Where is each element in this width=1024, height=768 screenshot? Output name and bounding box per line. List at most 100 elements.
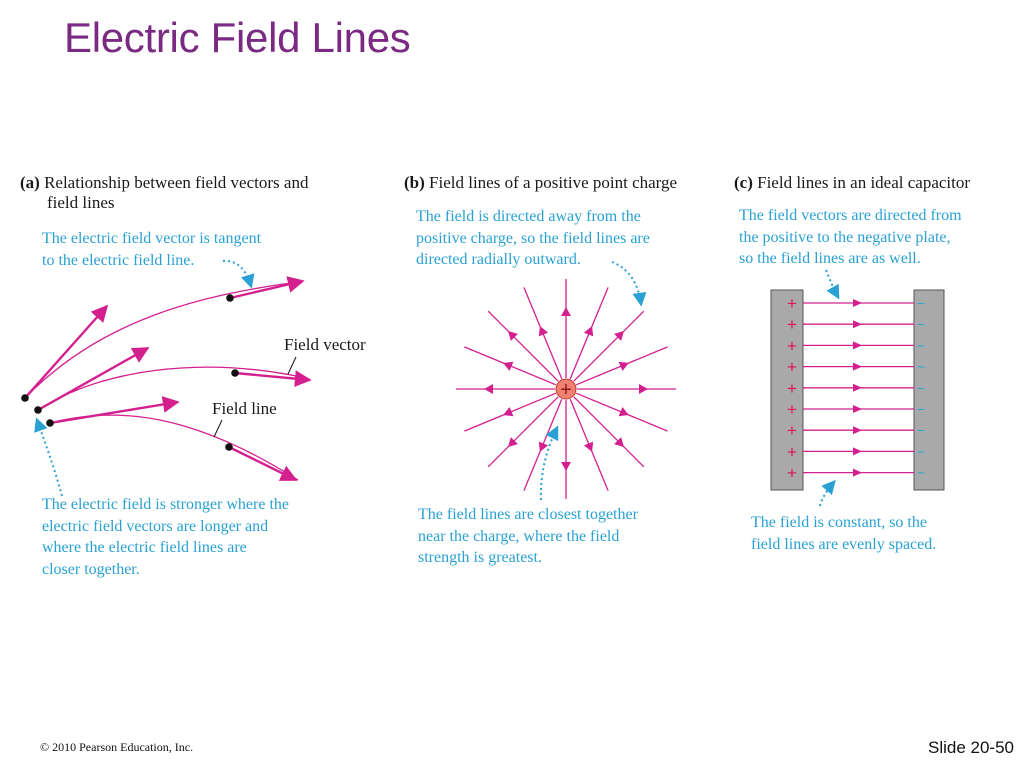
- negative-plate-sign: −: [917, 422, 925, 438]
- panel-a-note-bottom-line2: electric field vectors are longer and: [42, 517, 269, 535]
- field-vector: [24, 304, 109, 399]
- panel-b-heading: (b) Field lines of a positive point char…: [404, 173, 724, 193]
- positive-plate-sign: +: [787, 400, 797, 419]
- panel-c-heading: (c) Field lines in an ideal capacitor: [734, 173, 1024, 193]
- radial-field-arrowhead: [614, 331, 624, 341]
- panel-a-heading-line2: field lines: [47, 193, 115, 212]
- radial-field-arrowhead: [538, 441, 549, 452]
- capacitor-field-lines: +−+−+−+−+−+−+−+−+−: [787, 294, 925, 483]
- positive-plate: [770, 289, 804, 491]
- panel-a-note-bottom-line1: The electric field is stronger where the: [42, 496, 289, 513]
- field-vector-leader: [287, 356, 297, 375]
- radial-field-arrowhead: [618, 406, 629, 417]
- field-point: [231, 369, 239, 377]
- panel-a-note-top-line2: to the electric field line.: [42, 251, 195, 269]
- panel-a-tag: (a): [20, 173, 40, 192]
- negative-plate-sign: −: [917, 443, 925, 459]
- panel-c-tag: (c): [734, 173, 753, 192]
- panel-c-note-top-line3: so the field lines are as well.: [739, 250, 921, 267]
- capacitor-field-arrowhead: [853, 468, 862, 477]
- radial-field-arrowhead: [583, 326, 594, 337]
- panel-c-note-bottom-line1: The field is constant, so the: [751, 514, 927, 531]
- field-vector: [229, 276, 305, 300]
- radial-field-line: [573, 310, 645, 382]
- panel-a-note-bottom: The electric field is stronger where the…: [42, 494, 289, 580]
- capacitor-field-arrowhead: [853, 447, 862, 456]
- panel-b-note-bottom: The field lines are closest together nea…: [418, 504, 638, 569]
- positive-plate-sign: +: [787, 442, 797, 461]
- field-line: [49, 414, 299, 481]
- positive-charge-symbol: +: [560, 379, 572, 401]
- radial-field-arrowhead: [508, 437, 518, 447]
- field-vector: [234, 370, 312, 387]
- panel-c-note-bottom-line2: field lines are evenly spaced.: [751, 535, 937, 553]
- panel-a-note-bottom-line3: where the electric field lines are: [42, 539, 247, 556]
- radial-field-arrowhead: [561, 307, 571, 316]
- radial-field-lines: [456, 279, 676, 499]
- radial-field-line: [573, 396, 645, 468]
- panel-a-heading-line1: Relationship between field vectors and: [44, 173, 309, 192]
- panel-b-graphic: +: [456, 261, 676, 501]
- panel-b-note-bottom-line1: The field lines are closest together: [418, 506, 638, 523]
- field-point: [21, 394, 29, 402]
- panel-a-note-top: The electric field vector is tangent to …: [42, 228, 261, 271]
- positive-plate-sign: +: [787, 464, 797, 483]
- radial-field-arrowhead: [639, 384, 648, 394]
- panel-c-note-top: The field vectors are directed from the …: [739, 205, 962, 270]
- field-line: [24, 281, 299, 399]
- negative-plate-sign: −: [917, 380, 925, 396]
- negative-plate-sign: −: [917, 316, 925, 332]
- positive-plate-sign: +: [787, 336, 797, 355]
- panel-a-heading: (a) Relationship between field vectors a…: [20, 173, 360, 213]
- capacitor-field-arrowhead: [853, 426, 862, 435]
- panel-c-heading-text: Field lines in an ideal capacitor: [757, 173, 971, 192]
- callout-arrow: [222, 259, 255, 289]
- positive-charge: [555, 378, 577, 400]
- positive-plate-sign: +: [787, 421, 797, 440]
- capacitor-field-arrowhead: [853, 405, 862, 413]
- panel-a-graphic: [21, 259, 312, 497]
- negative-plate-sign: −: [917, 359, 925, 375]
- negative-plate-sign: −: [917, 401, 925, 417]
- capacitor-field-arrowhead: [853, 341, 862, 350]
- positive-plate-sign: +: [787, 315, 797, 334]
- panel-c-note-bottom: The field is constant, so the field line…: [751, 512, 936, 555]
- radial-field-arrowhead: [538, 326, 549, 337]
- field-point: [225, 443, 233, 451]
- capacitor-field-arrowhead: [853, 299, 862, 307]
- panel-b-note-top-line2: positive charge, so the field lines are: [416, 229, 650, 247]
- callout-arrow: [819, 479, 836, 507]
- field-vector: [37, 346, 150, 412]
- panel-b-note-top-line3: directed radially outward.: [416, 251, 581, 268]
- slide-title: Electric Field Lines: [64, 14, 411, 61]
- radial-field-arrowhead: [503, 406, 514, 417]
- panel-b-tag: (b): [404, 173, 425, 192]
- panel-b-note-top-line1: The field is directed away from the: [416, 208, 641, 225]
- panel-b-heading-text: Field lines of a positive point charge: [429, 173, 678, 192]
- panel-b-note-bottom-line2: near the charge, where the field: [418, 527, 620, 545]
- panel-c-note-top-line1: The field vectors are directed from: [739, 207, 962, 224]
- radial-field-arrowhead: [508, 331, 518, 341]
- negative-plate: [913, 289, 945, 491]
- panel-a-note-top-line1: The electric field vector is tangent: [42, 230, 262, 247]
- radial-field-arrowhead: [484, 384, 493, 394]
- field-point: [34, 406, 42, 414]
- panel-b-note-top: The field is directed away from the posi…: [416, 206, 650, 271]
- negative-plate-sign: −: [917, 337, 925, 353]
- capacitor-field-arrowhead: [853, 320, 862, 329]
- panel-c-note-top-line2: the positive to the negative plate,: [739, 228, 951, 246]
- field-line-leader: [213, 419, 223, 438]
- radial-field-line: [487, 396, 559, 468]
- radial-field-arrowhead: [583, 441, 594, 452]
- positive-plate-sign: +: [787, 379, 797, 398]
- field-vector: [228, 445, 298, 482]
- field-point: [46, 419, 54, 427]
- radial-field-arrowhead: [614, 437, 624, 447]
- slide-number: Slide 20-50: [927, 738, 1014, 757]
- radial-field-arrowhead: [561, 462, 571, 471]
- positive-plate-sign: +: [787, 294, 797, 313]
- copyright-text: © 2010 Pearson Education, Inc.: [40, 740, 194, 754]
- radial-field-line: [487, 310, 559, 382]
- callout-arrow: [34, 417, 63, 497]
